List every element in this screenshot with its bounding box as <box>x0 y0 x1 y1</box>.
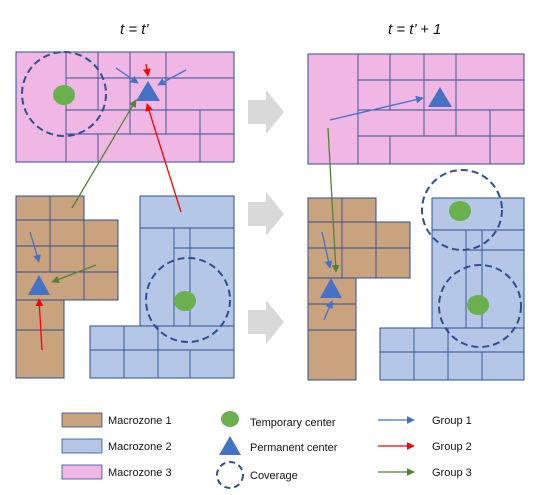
left-coverage-circle-1 <box>21 51 107 137</box>
left-group-3-arrow-a <box>71 99 137 209</box>
legend-label-macrozone-3: Macrozone 3 <box>108 467 172 479</box>
legend-label-macrozone-1: Macrozone 1 <box>108 415 172 427</box>
left-temporary-center-1 <box>53 85 75 105</box>
left-panel <box>15 51 235 379</box>
right-permanent-center-bottom <box>320 278 342 298</box>
right-coverage-circle-2 <box>438 264 522 348</box>
transition-arrow-2 <box>248 192 284 236</box>
legend-coverage-icon <box>216 461 244 489</box>
left-temporary-center-2 <box>174 291 196 311</box>
legend-swatch-macrozone-1 <box>61 412 103 428</box>
right-group-1-arrow-c <box>323 300 333 321</box>
legend-label-group-2: Group 2 <box>432 441 472 453</box>
legend-label-permanent-center: Permanent center <box>250 442 338 454</box>
legend-label-macrozone-2: Macrozone 2 <box>108 441 172 453</box>
transition-arrow-3 <box>248 300 284 344</box>
left-group-2-arrow-a <box>142 63 151 77</box>
title-time-t: t = t’ <box>120 21 149 38</box>
left-group-2-arrow-c <box>35 298 44 351</box>
left-group-1-arrow-b <box>157 69 187 86</box>
right-macrozone-1 <box>307 197 411 381</box>
right-panel <box>307 53 525 381</box>
legend-permanent-center-icon <box>219 436 241 455</box>
legend-swatch-macrozone-2 <box>61 438 103 454</box>
legend-label-group-1: Group 1 <box>432 415 472 427</box>
left-group-1-arrow-c <box>29 231 41 263</box>
legend-temporary-center-icon <box>221 411 239 427</box>
left-permanent-center-top <box>136 81 160 101</box>
legend: Macrozone 1 Macrozone 2 Macrozone 3 Temp… <box>61 411 472 489</box>
legend-label-group-3: Group 3 <box>432 467 472 479</box>
left-macrozone-3 <box>15 51 235 163</box>
right-macrozone-3 <box>307 53 525 165</box>
transition-arrow-1 <box>248 90 284 134</box>
right-group-3-arrow-a <box>327 127 340 273</box>
legend-swatch-macrozone-3 <box>61 464 103 480</box>
right-temporary-center-2 <box>467 295 489 315</box>
transition-arrows <box>248 90 284 344</box>
left-permanent-center-bottom <box>28 275 50 295</box>
left-coverage-circle-2 <box>145 257 231 343</box>
right-temporary-center-1 <box>449 201 471 221</box>
right-group-1-arrow-a <box>329 95 424 121</box>
right-macrozone-2 <box>379 197 525 381</box>
right-permanent-center-top <box>428 87 452 107</box>
right-group-1-arrow-b <box>321 231 333 269</box>
right-coverage-circle-1 <box>421 169 503 251</box>
left-group-1-arrow-a <box>115 67 139 84</box>
left-group-2-arrow-b <box>145 103 182 213</box>
title-time-t-plus-1: t = t’ + 1 <box>388 21 441 38</box>
legend-label-temporary-center: Temporary center <box>250 417 336 429</box>
left-group-3-arrow-b <box>51 264 97 284</box>
legend-label-coverage: Coverage <box>250 470 298 482</box>
